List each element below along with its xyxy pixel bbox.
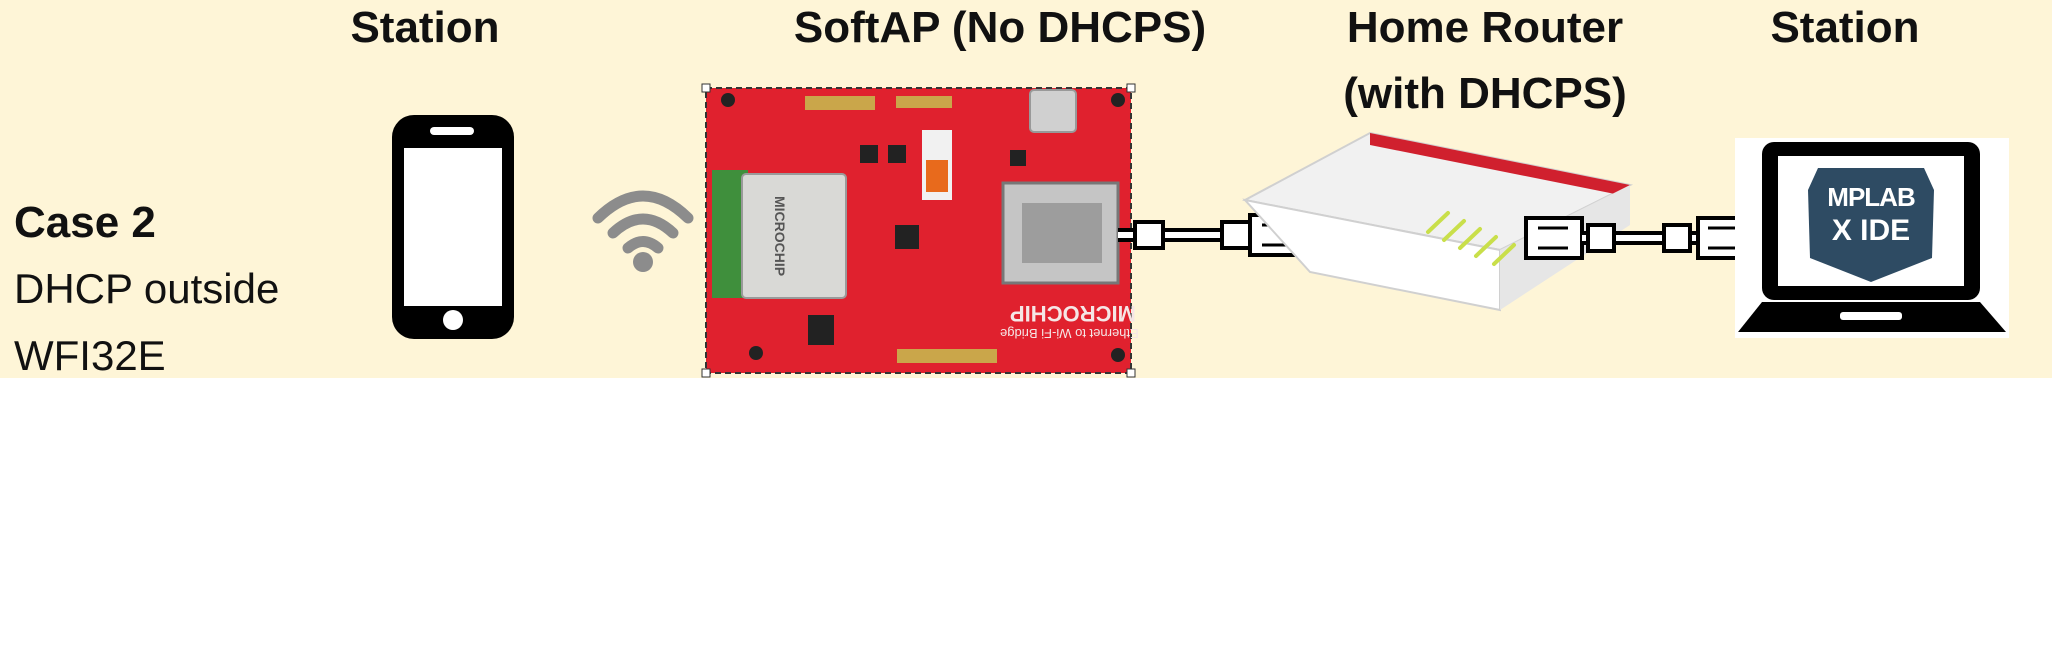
case-title: Case 2 <box>14 198 156 247</box>
mplab-logo <box>1808 168 1934 282</box>
case-description-line1: DHCP outside <box>14 265 280 312</box>
mplab-logo-top-text: MPLAB <box>1827 182 1915 212</box>
board-product-label: Ethernet to Wi-Fi Bridge <box>1000 326 1139 341</box>
ethernet-cable-right <box>1524 216 1756 260</box>
router-heading-line2: (with DHCPS) <box>1343 69 1627 118</box>
station-left-heading: Station <box>350 3 500 52</box>
mplab-logo-bottom-text: X IDE <box>1831 214 1911 247</box>
board-brand-label: MICROCHIP <box>1010 301 1136 326</box>
softap-heading: SoftAP (No DHCPS) <box>793 3 1207 52</box>
wfi32e-board <box>701 83 1136 378</box>
smartphone-icon <box>392 115 514 339</box>
case-description-line2: WFI32E <box>14 332 166 379</box>
wifi-icon <box>592 190 694 272</box>
router-heading-line1: Home Router <box>1346 3 1624 52</box>
module-brand-label: MICROCHIP <box>772 195 789 277</box>
station-right-heading: Station <box>1770 3 1920 52</box>
